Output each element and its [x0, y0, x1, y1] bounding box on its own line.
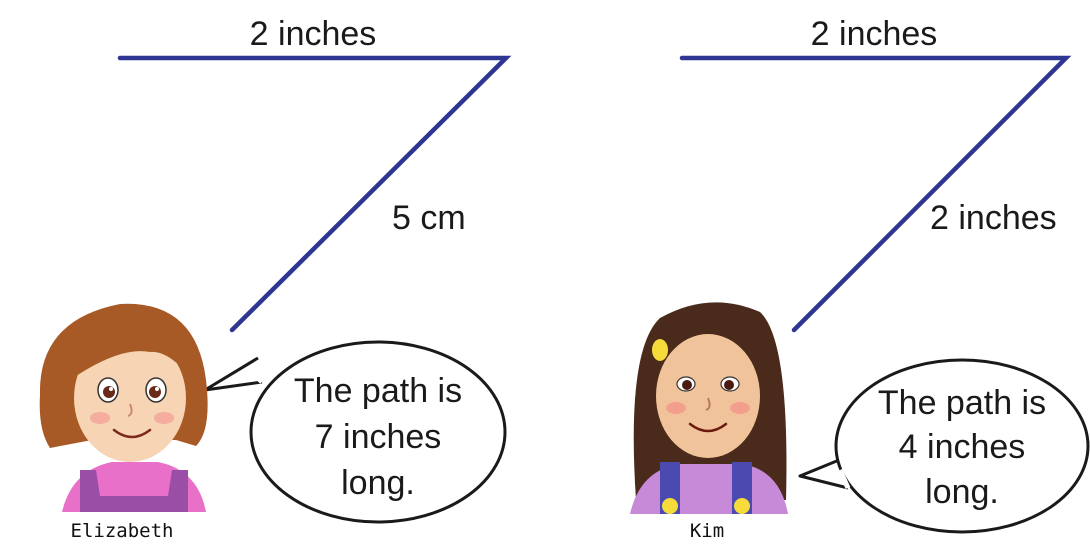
right-speech-line-1: The path is — [878, 384, 1046, 422]
right-speech-line-3: long. — [925, 473, 999, 511]
right-speech-bubble: The path is 4 inches long. — [798, 358, 1090, 534]
right-panel: 2 inches 2 inches The path is 4 inches l… — [630, 15, 1090, 542]
left-speech-line-3: long. — [341, 464, 415, 502]
left-diagonal-segment-label: 5 cm — [392, 199, 466, 237]
elizabeth-name-label: Elizabeth — [71, 520, 174, 542]
left-panel: 2 inches 5 cm The path is 7 inches long. — [39, 15, 512, 542]
left-top-segment-label: 2 inches — [250, 15, 377, 53]
right-diagonal-segment-label: 2 inches — [930, 199, 1057, 237]
right-top-segment-label: 2 inches — [811, 15, 938, 53]
left-speech-line-1: The path is — [294, 372, 462, 410]
left-path — [117, 55, 512, 333]
right-path — [679, 55, 1072, 333]
kim-figure — [630, 302, 788, 514]
kim-name-label: Kim — [690, 520, 724, 542]
left-speech-bubble: The path is 7 inches long. — [203, 340, 507, 524]
elizabeth-figure — [39, 303, 208, 512]
left-speech-line-2: 7 inches — [315, 418, 442, 456]
right-speech-line-2: 4 inches — [899, 428, 1026, 466]
